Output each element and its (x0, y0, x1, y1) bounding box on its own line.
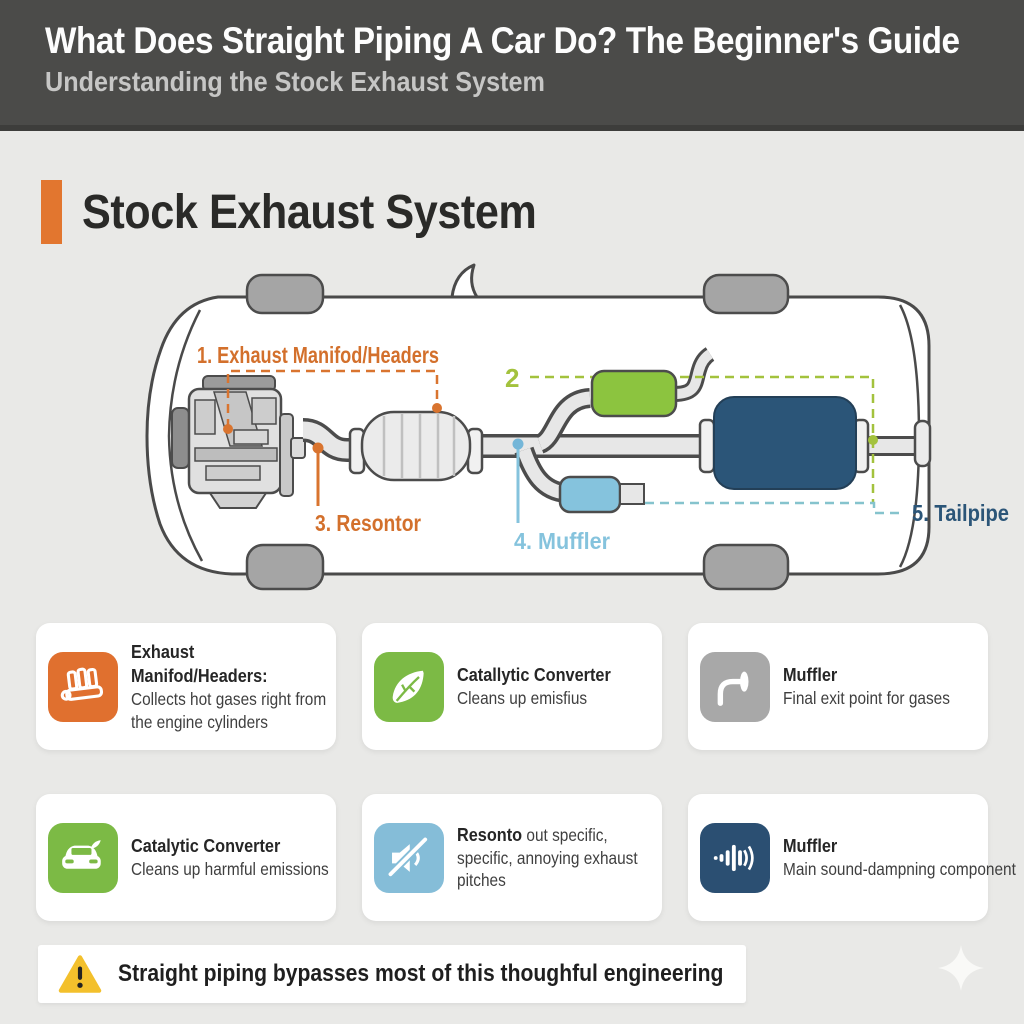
engine (171, 375, 306, 509)
wheel-front-right (245, 543, 325, 591)
card-title: Resonto (457, 824, 523, 846)
wheel-rear-right (702, 543, 790, 591)
card-title: Exhaust Manifod/Headers: (131, 641, 268, 687)
dot-muffler (512, 438, 524, 450)
card-exhaust-manifold: Exhaust Manifod/Headers: Collects hot ga… (36, 623, 336, 750)
card-title: Muffler (783, 664, 838, 686)
card-text-inline: Resonto out specific, specific, annoying… (457, 823, 658, 891)
section-title: Stock Exhaust System (82, 185, 537, 239)
label-exhaust-manifold: 1. Exhaust Manifod/Headers (197, 342, 439, 368)
exhaust-pipe-icon (700, 651, 770, 722)
card-muffler-sound: Muffler Main sound-dampning component (688, 794, 1016, 921)
mute-speaker-icon (374, 822, 444, 893)
dot-tailpipe (868, 435, 878, 445)
main-muffler (698, 396, 870, 490)
dot-resonator-top (432, 403, 442, 413)
card-resonator: Resonto out specific, specific, annoying… (362, 794, 662, 921)
leader-dashed-tailpipe (630, 501, 903, 515)
warning-text: Straight piping bypasses most of this th… (118, 960, 724, 987)
wheel-rear-left (702, 273, 790, 315)
card-body: out specific, specific, annoying exhaust… (457, 825, 638, 891)
leader-dashed-cat (530, 375, 875, 504)
card-catalytic-converter-2: Catalytic Converter Cleans up harmful em… (36, 794, 336, 921)
wheels (245, 273, 790, 591)
card-body: Collects hot gases right from the engine… (131, 689, 327, 732)
eco-car-icon (48, 822, 118, 893)
card-title: Catallytic Converter (457, 664, 611, 686)
label-tailpipe: 5. Tailpipe (912, 500, 1009, 526)
info-cards: Exhaust Manifod/Headers: Collects hot ga… (36, 623, 1016, 921)
exhaust-manifold-icon (48, 651, 118, 722)
accent-bar (41, 180, 62, 244)
car-fin (450, 263, 479, 299)
leaf-icon (374, 651, 444, 722)
card-body: Main sound-dampning component (783, 859, 1016, 880)
card-title: Muffler (783, 835, 838, 857)
wheel-front-left (245, 273, 325, 315)
exhaust-system-diagram: 1. Exhaust Manifod/Headers 2 3. Resontor… (145, 263, 1009, 591)
card-body: Cleans up harmful emissions (131, 859, 329, 880)
sparkle-icon (938, 945, 984, 991)
warning-triangle-icon (58, 954, 102, 994)
resonator (348, 410, 484, 482)
page-subtitle: Understanding the Stock Exhaust System (45, 66, 545, 97)
dot-manifold (223, 424, 233, 434)
tailpipe-tip (913, 419, 932, 468)
label-muffler: 4. Muffler (514, 528, 610, 554)
sound-wave-icon (700, 822, 770, 893)
header: What Does Straight Piping A Car Do? The … (0, 0, 1024, 131)
dot-resonator (312, 442, 324, 454)
front-bumper-line (167, 309, 204, 562)
card-title: Catalytic Converter (131, 835, 281, 857)
section-heading: Stock Exhaust System (41, 180, 587, 244)
page-title: What Does Straight Piping A Car Do? The … (45, 20, 960, 61)
warning-bar: Straight piping bypasses most of this th… (38, 945, 746, 1003)
card-body: Final exit point for gases (783, 688, 950, 709)
catalytic-converter (590, 369, 678, 418)
card-muffler-exit: Muffler Final exit point for gases (688, 623, 988, 750)
label-resonator: 3. Resontor (315, 510, 421, 536)
card-catalytic-converter-1: Catallytic Converter Cleans up emisfius (362, 623, 662, 750)
small-muffler (558, 475, 645, 514)
label-cat-number: 2 (505, 363, 519, 393)
card-body: Cleans up emisfius (457, 688, 588, 709)
